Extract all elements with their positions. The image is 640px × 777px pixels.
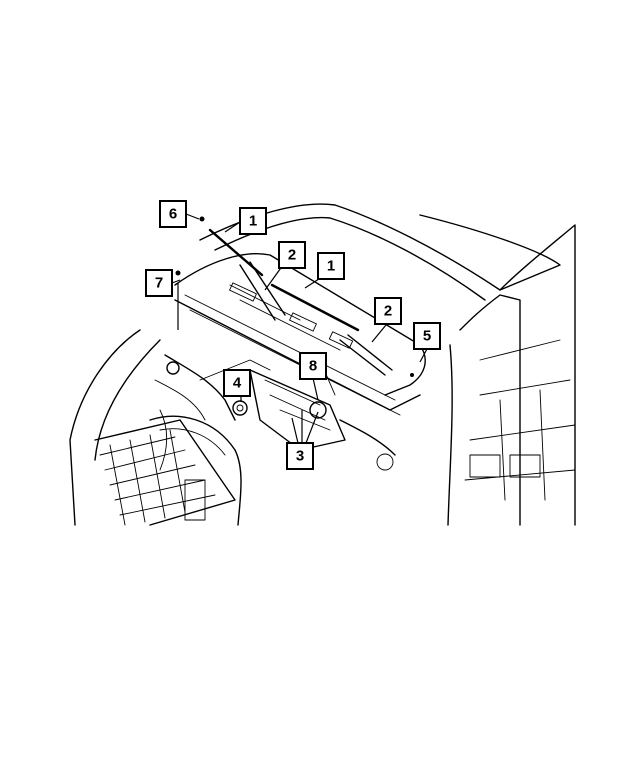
callout-2a: 2 <box>278 241 306 269</box>
callout-label: 1 <box>327 258 335 275</box>
callout-3: 3 <box>286 442 314 470</box>
callout-4: 4 <box>223 369 251 397</box>
callout-label: 8 <box>309 358 317 375</box>
callout-5: 5 <box>413 322 441 350</box>
callout-label: 4 <box>233 375 242 392</box>
callout-label: 1 <box>249 213 257 230</box>
callout-label: 6 <box>169 206 177 223</box>
callout-label: 2 <box>288 247 296 264</box>
callout-label: 3 <box>296 448 304 465</box>
callout-2b: 2 <box>374 297 402 325</box>
callout-7: 7 <box>145 269 173 297</box>
callout-label: 7 <box>155 275 163 292</box>
callout-label: 2 <box>384 303 392 320</box>
callout-1b: 1 <box>317 252 345 280</box>
callout-8: 8 <box>299 352 327 380</box>
leader-lines <box>171 213 428 444</box>
callout-1a: 1 <box>239 207 267 235</box>
callout-label: 5 <box>423 328 431 345</box>
callout-6: 6 <box>159 200 187 228</box>
vehicle-body-illustration <box>69 203 576 526</box>
